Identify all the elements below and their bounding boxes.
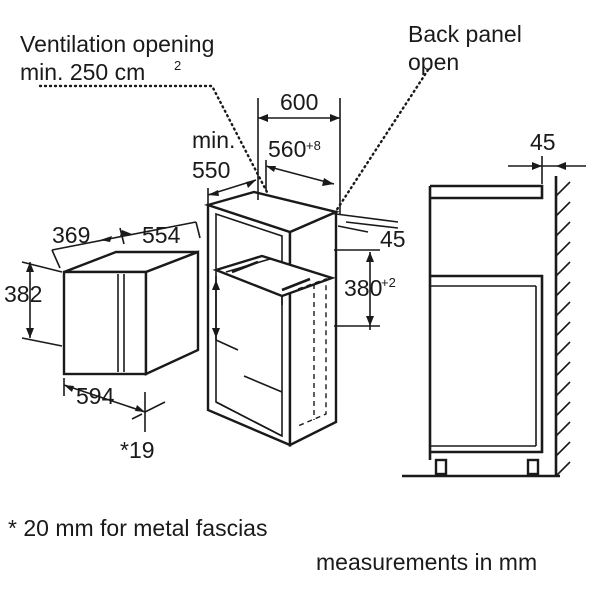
microwave-dimensions xyxy=(21,221,201,432)
width-600-label: 600 xyxy=(280,89,318,115)
units-note: measurements in mm xyxy=(316,549,537,575)
side-view-drawing xyxy=(402,176,571,478)
min-depth-value: 550 xyxy=(192,157,230,183)
side-gap-dimension xyxy=(508,156,586,184)
width-560-label: 560 xyxy=(268,136,306,162)
back-panel-label-line1: Back panel xyxy=(408,21,522,47)
microwave-drawing xyxy=(62,250,200,376)
cabinet-drawing xyxy=(203,190,340,447)
side-gap-45-label: 45 xyxy=(530,129,556,155)
width-560-tolerance: +8 xyxy=(306,138,321,153)
ventilation-label-line1: Ventilation opening xyxy=(20,31,214,57)
cabinet-dimensions xyxy=(207,98,399,351)
leader-lines xyxy=(38,68,430,216)
ventilation-superscript: 2 xyxy=(174,58,181,73)
fascia-19-label: *19 xyxy=(120,437,155,463)
footnote-text: * 20 mm for metal fascias xyxy=(8,515,267,541)
back-panel-label-line2: open xyxy=(408,49,459,75)
height-382-label: 382 xyxy=(4,281,42,307)
height-380-label: 380 xyxy=(344,275,382,301)
ventilation-label-line2: min. 250 cm xyxy=(20,59,145,85)
depth-45-label: 45 xyxy=(380,226,406,252)
height-380-tolerance: +2 xyxy=(381,275,396,290)
min-label: min. xyxy=(192,127,235,153)
